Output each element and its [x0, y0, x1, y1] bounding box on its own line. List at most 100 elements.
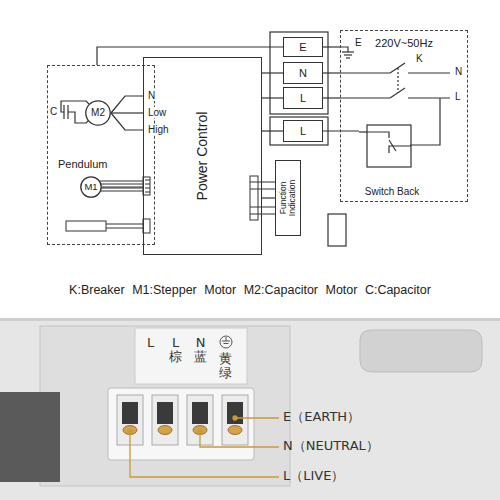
stepper-wires: [145, 192, 150, 193]
sensor-part: [143, 219, 150, 233]
photo: [0, 392, 60, 482]
capacitor-motor: M2: [85, 100, 111, 126]
mains-wiring: [340, 47, 450, 145]
pendulum-box: PendulumM2M1: [47, 65, 155, 245]
caption: K:Breaker M1:Stepper Motor M2:Capacitor …: [0, 283, 500, 297]
sensor-part: [106, 224, 143, 225]
circle-outline: [86, 101, 110, 125]
wire-color-label: L: [144, 336, 157, 350]
stepper-wires: [101, 188, 143, 189]
wire: [262, 197, 275, 198]
switch-back: Switch Back: [359, 121, 425, 199]
stepper-wires: [100, 181, 143, 182]
callout-label: N（NEUTRAL）: [283, 439, 379, 454]
mains-wiring: [340, 47, 348, 52]
terminal-screws: [117, 395, 248, 445]
breaker-label: K: [416, 53, 423, 65]
wire: [97, 47, 283, 65]
stepper-wires: [101, 184, 143, 185]
indication-connector: [250, 214, 276, 215]
indication-connector: [250, 176, 258, 220]
terminal-screws: [157, 402, 173, 424]
terminal-screws: [152, 395, 178, 445]
node-text: E: [299, 41, 306, 54]
wire-color-label: 黄绿: [219, 352, 232, 381]
terminal-cell: L: [283, 120, 323, 142]
terminal-cell: L: [283, 87, 323, 109]
function-indication-box: Function Indication: [275, 160, 301, 236]
indication-connector: [250, 176, 276, 220]
wire: [102, 186, 143, 187]
component-label: C: [50, 106, 57, 118]
circle-outline: [81, 177, 101, 197]
mains-wiring: [346, 57, 350, 58]
wire: [323, 97, 340, 98]
wire: [262, 97, 283, 98]
photo: [224, 343, 229, 344]
photo: [0, 318, 500, 500]
node-text: Power Control: [194, 112, 210, 201]
callout-label: L（LIVE）: [283, 469, 344, 484]
mains-wiring: [340, 97, 390, 98]
pin-name: N: [147, 90, 156, 102]
photo: [226, 337, 227, 341]
wire: [323, 46, 340, 47]
sensor-part: [106, 228, 143, 229]
node-text: M1: [84, 182, 97, 193]
leader-lines: [198, 430, 202, 434]
photo: [360, 330, 482, 372]
stepper-wires: [100, 191, 143, 192]
terminal-screws: [123, 426, 137, 435]
sensor-part: [66, 221, 106, 231]
leader-lines: [200, 432, 279, 447]
node-text: Function Indication: [279, 163, 297, 233]
wire-color-label: N蓝: [194, 336, 207, 365]
leader-lines: [235, 417, 279, 418]
terminal-frame: [270, 32, 328, 145]
switch-symbol: [359, 125, 411, 167]
spare-box: [328, 214, 346, 246]
mains-wiring: [408, 97, 450, 98]
mains-wiring: [340, 72, 390, 73]
capacitor-symbol: [61, 101, 89, 123]
photo: [220, 336, 232, 348]
leader-lines: [128, 430, 132, 434]
capacitor-symbol: [61, 101, 89, 112]
photo: [222, 341, 230, 342]
sensor-part: [66, 219, 150, 233]
terminal-screws: [222, 395, 248, 445]
stepper-wires: [145, 180, 150, 181]
indication-connector: [250, 207, 276, 208]
stepper-wires: [143, 177, 150, 195]
node-text: 220V~50Hz: [375, 37, 433, 50]
wire: [111, 96, 143, 113]
pin-name: N: [455, 66, 462, 78]
terminal-screws: [122, 402, 138, 424]
node-text: L: [300, 92, 306, 105]
indication-connector: [250, 182, 276, 183]
wire: [111, 112, 143, 113]
mains-wiring: [397, 68, 398, 93]
pin-name: L: [455, 91, 461, 103]
leader-lines: [128, 416, 279, 477]
pin-name: High: [147, 124, 170, 136]
terminal-screws: [158, 426, 172, 435]
earth-label: E: [355, 37, 362, 49]
wire: [262, 130, 283, 131]
stepper-wires: [145, 184, 150, 185]
terminal-screws: [228, 426, 242, 435]
leader-lines: [130, 432, 279, 477]
leader-lines: [233, 416, 237, 420]
node-text: Switch Back: [365, 186, 419, 198]
wire: [323, 130, 359, 131]
wire: [111, 113, 143, 130]
terminal-screws: [192, 402, 208, 424]
indication-connector: [250, 189, 276, 190]
photo: [40, 326, 290, 486]
node-text: L: [300, 125, 306, 138]
